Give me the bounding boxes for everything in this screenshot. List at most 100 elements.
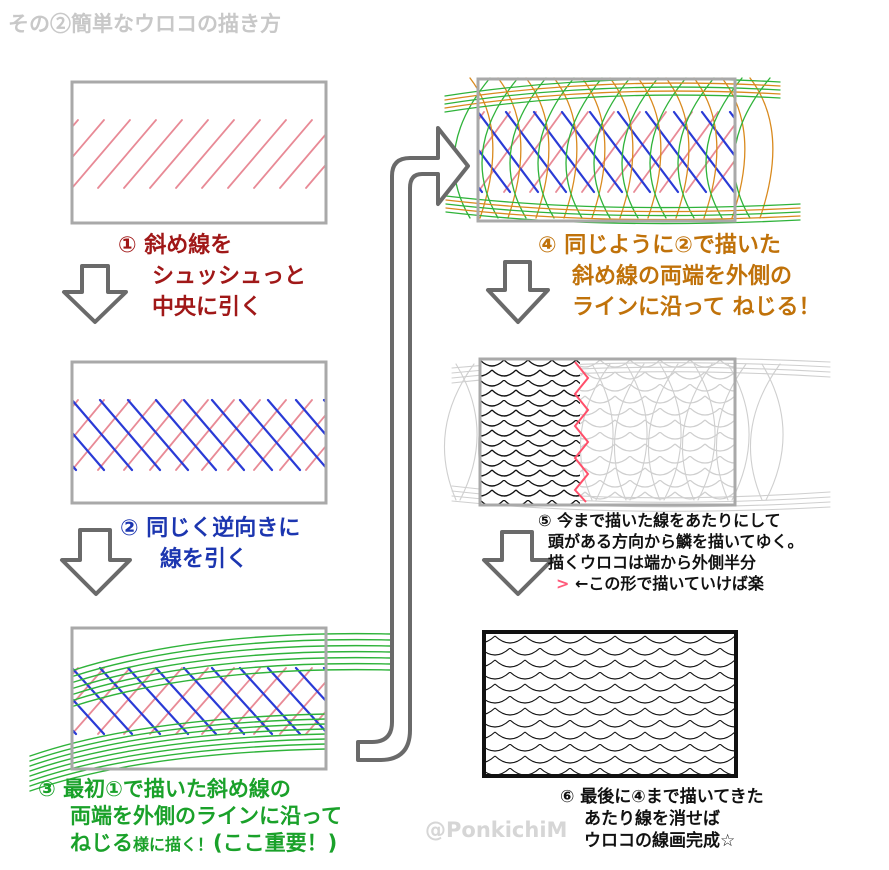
panel-5-frame xyxy=(478,357,737,507)
net-edge-stroke xyxy=(445,203,801,217)
orange-twist-stroke xyxy=(581,77,606,219)
panel-6-frame xyxy=(482,630,738,778)
green-twist-stroke xyxy=(705,77,743,219)
pink-stroke xyxy=(72,119,131,189)
net-edge-stroke xyxy=(445,211,801,225)
blue-stroke xyxy=(644,110,708,194)
green-twist-stroke xyxy=(73,662,391,701)
step-4-caption: ④ 同じように②で描いた 斜め線の両端を外側の ラインに沿って ねじる！ xyxy=(538,233,821,320)
panel-5 xyxy=(443,357,831,512)
watermark: @PonkichiM xyxy=(425,818,568,842)
green-twist-stroke xyxy=(29,738,327,782)
panel-4-frame xyxy=(476,77,737,223)
blue-stroke xyxy=(238,666,302,736)
pink-stroke xyxy=(332,668,390,734)
pink-stroke xyxy=(97,399,157,471)
pink-stroke xyxy=(175,399,235,471)
blue-stroke xyxy=(532,110,596,194)
green-twist-stroke xyxy=(593,77,631,219)
green-twist-stroke xyxy=(649,77,687,219)
net-edge-stroke xyxy=(444,94,781,113)
green-twist-stroke xyxy=(29,718,327,762)
panel-4-twist-lines xyxy=(444,77,801,225)
blue-stroke xyxy=(478,110,540,194)
blue-stroke xyxy=(322,398,326,405)
pink-stroke xyxy=(72,119,105,159)
blue-stroke xyxy=(294,666,326,703)
panel-2 xyxy=(0,360,328,505)
panel-3 xyxy=(0,626,391,792)
green-twist-stroke xyxy=(29,748,327,792)
orange-twist-stroke xyxy=(665,77,690,219)
blue-stroke xyxy=(72,697,106,736)
pink-stroke xyxy=(305,709,326,735)
green-twist-stroke xyxy=(73,668,391,707)
arrow-down-icon xyxy=(486,260,550,324)
green-twist-stroke xyxy=(73,638,391,677)
pink-stroke xyxy=(711,158,735,193)
orange-twist-stroke xyxy=(497,77,522,219)
panel-2-cross-lines xyxy=(0,398,326,472)
blue-stroke xyxy=(588,110,652,194)
blue-stroke xyxy=(616,110,680,194)
panel-4-cross-lines xyxy=(478,110,818,194)
page-title: その②簡単なウロコの描き方 xyxy=(8,11,281,36)
blue-stroke xyxy=(758,112,818,192)
pink-stroke xyxy=(227,399,287,471)
green-twist-stroke xyxy=(73,656,391,695)
blue-stroke xyxy=(672,110,735,194)
pink-stroke xyxy=(123,119,183,189)
blue-stroke xyxy=(182,398,246,472)
step-3-caption: ③ 最初①で描いた斜め線の 両端を外側のラインに沿って ねじる様に描く！(ここ重… xyxy=(38,777,342,855)
step-2-caption: ② 同じく逆向きに 線を引く xyxy=(120,516,301,572)
pink-stroke xyxy=(149,119,209,189)
pink-stroke xyxy=(149,399,209,471)
pink-stroke xyxy=(175,119,235,189)
gray-guide-stroke xyxy=(749,363,781,501)
pink-stroke xyxy=(72,667,79,677)
panel-5-inked-scales xyxy=(480,359,580,505)
blue-stroke xyxy=(98,666,162,736)
pink-stroke xyxy=(123,399,183,471)
blue-stroke xyxy=(72,430,106,472)
panel-5-half-scale-marks xyxy=(573,361,590,503)
gray-guide-stroke xyxy=(443,363,475,501)
gray-guide-stroke xyxy=(455,363,478,501)
blue-stroke xyxy=(72,463,78,472)
arrow-down-icon xyxy=(62,264,128,324)
blue-stroke xyxy=(478,147,512,194)
blue-stroke xyxy=(266,666,326,734)
blue-stroke xyxy=(126,666,190,736)
blue-stroke xyxy=(126,398,190,472)
pink-stroke xyxy=(97,119,157,189)
pink-stroke xyxy=(503,111,563,193)
pink-stroke xyxy=(72,399,79,409)
net-edge-stroke xyxy=(445,195,801,209)
pink-stroke xyxy=(305,444,326,471)
pink-stroke xyxy=(201,119,261,189)
net-edge-stroke xyxy=(444,86,781,105)
net-edge-stroke xyxy=(445,199,801,213)
blue-stroke xyxy=(560,110,624,194)
green-twist-stroke xyxy=(73,644,391,683)
pink-stroke xyxy=(305,163,326,189)
green-twist-stroke xyxy=(481,77,519,219)
orange-twist-stroke xyxy=(749,77,774,219)
panel-4 xyxy=(444,77,818,225)
blue-stroke xyxy=(0,400,48,470)
panel-5-guide-scales xyxy=(580,359,735,505)
blue-stroke xyxy=(238,398,302,472)
blue-stroke xyxy=(0,668,48,734)
pink-stroke xyxy=(97,667,157,735)
blue-stroke xyxy=(294,398,326,437)
orange-twist-stroke xyxy=(637,77,662,219)
pink-stroke xyxy=(227,119,287,189)
blue-stroke xyxy=(72,727,78,736)
blue-stroke xyxy=(154,398,218,472)
pink-stroke xyxy=(253,667,313,735)
blue-stroke xyxy=(210,666,274,736)
blue-stroke xyxy=(98,398,162,472)
green-twist-stroke xyxy=(29,723,327,767)
pink-stroke xyxy=(279,413,326,471)
